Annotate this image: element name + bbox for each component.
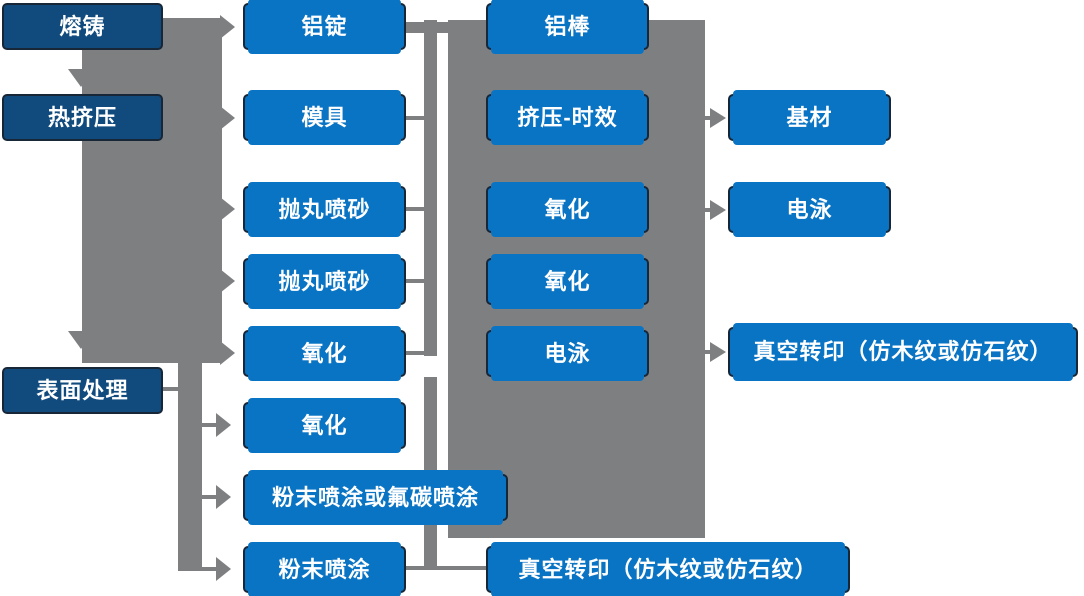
- arrow-to-shot-blasting-2: [220, 269, 235, 293]
- flow-node-melt-casting: 熔铸: [2, 3, 163, 50]
- stub-to-powder-coating: [202, 567, 218, 571]
- arrow-to-aluminum-ingot: [220, 15, 235, 39]
- arrow-to-oxidation-1: [220, 341, 235, 365]
- flow-node-hot-extrusion: 热挤压: [2, 94, 163, 141]
- flow-node-powder-or-fluorocarbon-coating: 粉末喷涂或氟碳喷涂: [243, 470, 508, 525]
- stub-to-vacuum-transfer-bottom: [437, 566, 486, 570]
- arrow-to-mold: [220, 106, 235, 130]
- arrow-down-to-surface-treatment: [68, 331, 94, 349]
- arrow-to-oxidation-2: [216, 413, 231, 437]
- flow-node-shot-blasting-2: 抛丸喷砂: [243, 254, 406, 309]
- flow-node-electrophoresis-2: 电泳: [728, 182, 891, 237]
- stub-to-oxidation-2: [202, 423, 218, 427]
- flow-node-surface-treatment: 表面处理: [2, 367, 163, 414]
- stub-to-electrophoresis-2: [703, 208, 712, 212]
- flow-node-oxidation-3: 氧化: [486, 182, 649, 237]
- flow-node-shot-blasting-1: 抛丸喷砂: [243, 182, 406, 237]
- flow-node-aluminum-rod: 铝棒: [486, 0, 649, 54]
- arrow-to-vacuum-transfer-right: [710, 342, 726, 362]
- stub-to-substrate: [703, 116, 712, 120]
- flow-node-oxidation-1: 氧化: [243, 326, 406, 381]
- flow-node-aluminum-ingot: 铝锭: [243, 0, 406, 54]
- flow-node-mold: 模具: [243, 90, 406, 145]
- stub-aluminum-ingot-crossing: [406, 22, 448, 33]
- connector-trunk-left: [82, 18, 222, 363]
- stub-from-oxidation-1: [406, 351, 424, 355]
- connector-surface-branch: [178, 355, 202, 571]
- flow-node-extrusion-aging: 挤压-时效: [486, 90, 649, 145]
- arrow-down-to-hot-extrusion: [68, 69, 94, 87]
- stub-from-powder-coating: [406, 566, 424, 570]
- stub-to-vacuum-transfer-right: [703, 350, 712, 354]
- flow-node-vacuum-transfer-bottom: 真空转印（仿木纹或仿石纹）: [486, 542, 850, 596]
- flow-node-vacuum-transfer-right: 真空转印（仿木纹或仿石纹）: [728, 323, 1078, 381]
- arrow-to-shot-blasting-1: [220, 197, 235, 221]
- stub-surface-treatment: [163, 387, 178, 391]
- stub-to-powder-or-fluorocarbon: [202, 495, 218, 499]
- connector-collector-upper: [424, 20, 437, 356]
- arrow-to-powder-or-fluorocarbon: [216, 485, 231, 509]
- arrow-to-powder-coating: [216, 557, 231, 581]
- arrow-to-electrophoresis-2: [710, 200, 726, 220]
- flow-node-oxidation-4: 氧化: [486, 254, 649, 309]
- stub-from-mold: [406, 116, 424, 120]
- stub-from-shot-blasting-2: [406, 279, 424, 283]
- arrow-to-substrate: [710, 108, 726, 128]
- flow-node-powder-coating: 粉末喷涂: [243, 542, 406, 596]
- flow-node-oxidation-2: 氧化: [243, 398, 406, 453]
- flow-node-substrate: 基材: [728, 90, 891, 145]
- flow-node-electrophoresis-1: 电泳: [486, 326, 649, 381]
- stub-from-shot-blasting-1: [406, 207, 424, 211]
